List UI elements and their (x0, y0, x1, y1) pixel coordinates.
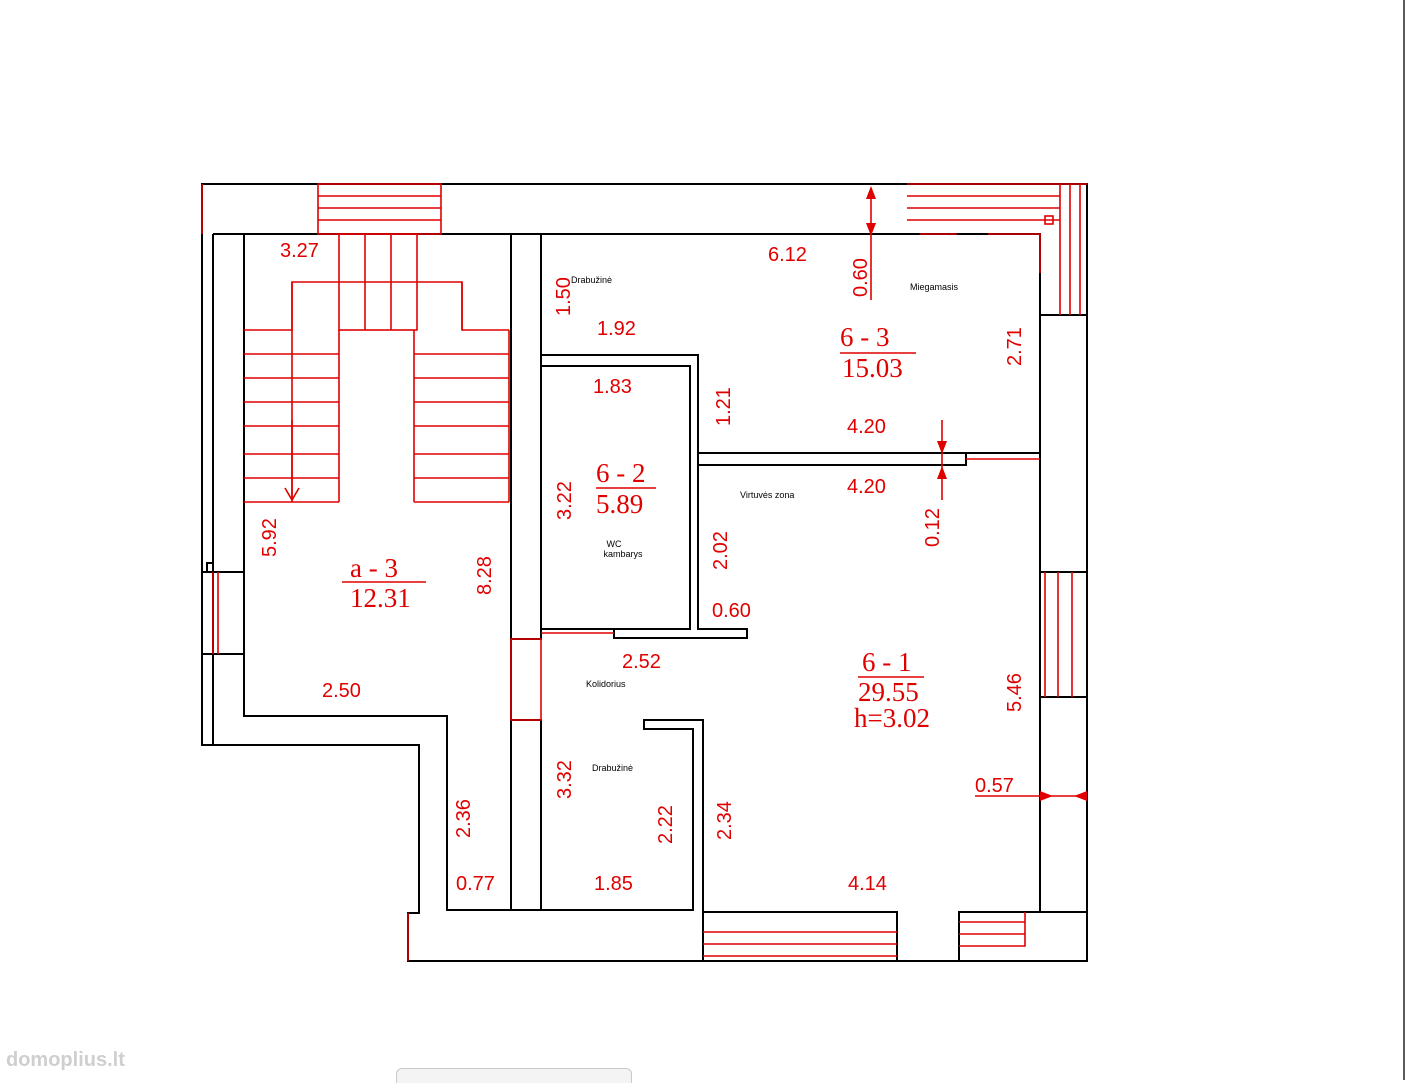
room-61-code: 6 - 1 (862, 647, 912, 677)
dim-202: 2.02 (710, 531, 732, 570)
dim-250: 2.50 (322, 680, 361, 702)
dim-420-top: 4.20 (847, 416, 886, 438)
room-61-height: h=3.02 (854, 703, 930, 733)
dim-252: 2.52 (622, 651, 661, 673)
dim-592: 5.92 (259, 518, 281, 557)
interior-walls (201, 233, 1088, 913)
dim-222: 2.22 (655, 805, 677, 844)
bottom-scroll-tab[interactable] (396, 1068, 632, 1083)
dim-322: 3.22 (554, 481, 576, 520)
room-63-code: 6 - 3 (840, 322, 890, 352)
room-62-area: 5.89 (596, 489, 643, 519)
dim-060-top: 0.60 (850, 258, 872, 297)
dim-150: 1.50 (553, 277, 575, 316)
dim-077: 0.77 (456, 873, 495, 895)
room-63-area: 15.03 (842, 353, 903, 383)
dim-612: 6.12 (768, 244, 807, 266)
room-a3-area: 12.31 (350, 583, 411, 613)
label-kolidorius: Kolidorius (586, 679, 626, 689)
dim-327: 3.27 (280, 240, 319, 262)
label-drabuzine-top: Drabužinė (571, 275, 612, 285)
room-a3-code: a - 3 (350, 553, 398, 583)
dim-828: 8.28 (474, 556, 496, 595)
dim-057: 0.57 (975, 775, 1014, 797)
dim-121: 1.21 (713, 387, 735, 426)
room-61-area: 29.55 (858, 677, 919, 707)
label-virtuves-zona: Virtuvės zona (740, 490, 794, 500)
room-labels: a - 3 12.31 6 - 2 5.89 6 - 3 15.03 6 - 1… (350, 322, 930, 733)
label-wc: WC (607, 539, 622, 549)
window-frame-edge (1403, 0, 1405, 1080)
outer-walls (201, 183, 1088, 962)
dim-236: 2.36 (453, 799, 475, 838)
label-miegamasis: Miegamasis (910, 282, 959, 292)
dimensions: 3.27 6.12 0.60 1.50 1.92 2.71 1.83 1.21 … (259, 240, 1026, 895)
room-names: Drabužinė Miegamasis WC kambarys Virtuvė… (571, 275, 959, 773)
dim-271: 2.71 (1004, 327, 1026, 366)
dim-192: 1.92 (597, 318, 636, 340)
dim-183: 1.83 (593, 376, 632, 398)
dim-332: 3.32 (554, 760, 576, 799)
dim-234: 2.34 (714, 801, 736, 840)
dim-060-mid: 0.60 (712, 600, 751, 622)
dim-185: 1.85 (594, 873, 633, 895)
windows (201, 183, 1087, 961)
dimension-arrows (342, 186, 1087, 801)
stairs (244, 233, 510, 503)
room-62-code: 6 - 2 (596, 458, 646, 488)
dim-546: 5.46 (1004, 673, 1026, 712)
dim-012: 0.12 (922, 508, 944, 547)
watermark: domoplius.lt (6, 1049, 125, 1071)
label-kambarys: kambarys (603, 549, 643, 559)
dim-420-bottom: 4.20 (847, 476, 886, 498)
dim-414: 4.14 (848, 873, 887, 895)
label-drabuzine-bottom: Drabužinė (592, 763, 633, 773)
